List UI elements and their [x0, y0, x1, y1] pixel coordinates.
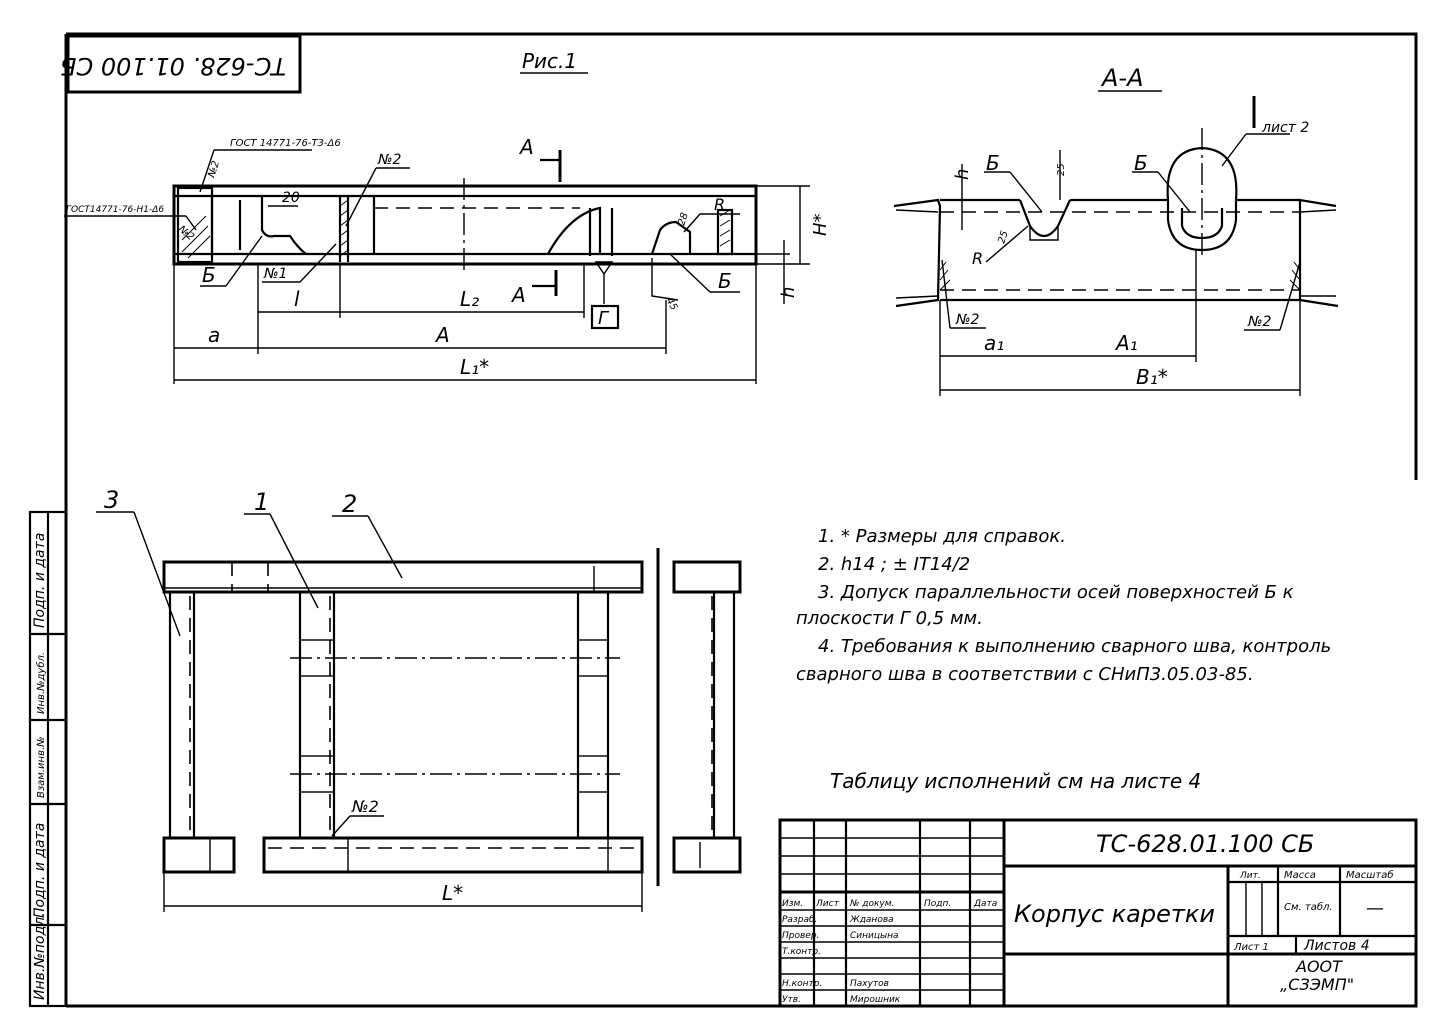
dim-25-upper: 25	[1056, 163, 1067, 176]
title-name: Корпус каретки	[1014, 900, 1215, 928]
weld-2-top-label: №2	[377, 152, 402, 168]
height-H-label: H*	[810, 213, 831, 236]
table-reference: Таблицу исполнений см на листе 4	[830, 769, 1201, 793]
section-A-upper-label: А	[518, 135, 534, 159]
side-column: Инв.№подл. Подп. и дата Взам.инв.№ Инв.№…	[28, 510, 68, 1008]
dim-L-label: L*	[442, 881, 463, 905]
title-block: ТС-628.01.100 СБ Корпус каретки Изм. Лис…	[778, 818, 1418, 1008]
note-4-cont: сварного шва в соответствии с СНиП3.05.0…	[796, 664, 1254, 685]
section-caption: А-А	[1100, 64, 1144, 92]
col-header-date: Дата	[973, 899, 997, 909]
scale-header: Масштаб	[1346, 869, 1394, 881]
position-2-label: 2	[342, 490, 357, 518]
dim-l-label: l	[294, 287, 300, 311]
plan-weld-2-label: №2	[351, 797, 379, 816]
side-label-5: Подп. и дата	[32, 533, 48, 628]
side-label-3: Взам.инв.№	[36, 736, 47, 798]
weld-2-top-left: №2	[206, 160, 222, 180]
dim-B1-label: B₁*	[1136, 365, 1168, 389]
name-developer: Жданова	[849, 915, 894, 925]
side-label-4: Инв.№дубл.	[35, 652, 47, 714]
section-weld-2-left: №2	[955, 312, 980, 328]
role-norm-control: Н.контр.	[782, 979, 822, 989]
section-A-lower-label: А	[510, 283, 526, 307]
note-4: 4. Требования к выполнению сварного шва,…	[818, 636, 1331, 657]
dim-A-label: А	[434, 323, 450, 347]
dim-A1-label: A₁	[1114, 331, 1138, 355]
section-B-left-label: Б	[986, 151, 1000, 175]
section-B-right-label: Б	[1134, 151, 1148, 175]
mass-header: Масса	[1284, 870, 1316, 881]
position-3-label: 3	[104, 486, 119, 514]
radius-R-label: R	[714, 195, 725, 214]
section-R-label: R	[972, 249, 983, 268]
col-header-izm: Изм.	[782, 899, 803, 909]
col-header-list: Лист	[815, 899, 840, 909]
col-header-doc: № докум.	[849, 899, 894, 909]
name-approver: Мирошник	[850, 995, 901, 1005]
surface-B-left-label: Б	[202, 263, 216, 287]
dim-28-label: 28	[676, 211, 690, 227]
surface-B-right-label: Б	[718, 269, 732, 293]
position-1-label: 1	[254, 488, 269, 516]
note-3-cont: плоскости Г 0,5 мм.	[796, 608, 983, 629]
plan-view: L* 3 1 2 №2	[96, 486, 742, 912]
height-h-label: h	[778, 287, 799, 298]
dim-L2-label: L₂	[460, 287, 479, 311]
org-line-2: „СЗЭМП"	[1280, 975, 1354, 994]
role-approver: Утв.	[782, 995, 801, 1005]
sheets-total: Листов 4	[1303, 938, 1370, 954]
gost-left-callout: ГОСТ14771-76-Н1-Δ6	[66, 205, 164, 215]
name-norm-control: Пахутов	[850, 979, 889, 989]
dim-25-lower: 25	[996, 229, 1010, 245]
sheet-2-callout: лист 2	[1261, 120, 1309, 136]
name-checker: Синицына	[850, 931, 899, 941]
doc-stamp-box: ТС-628. 01.100 СБ	[60, 34, 302, 94]
section-view: лист 2 Б Б 25 25 R h №2 №2 a₁ A₁ B₁*	[893, 96, 1339, 396]
dim-20-label: 20	[282, 190, 300, 206]
side-label-1: Инв.№подл.	[32, 912, 48, 1000]
note-2: 2. h14 ; ± IT14/2	[818, 554, 970, 575]
mass-value: См. табл.	[1284, 901, 1333, 913]
dim-L1-label: L₁*	[460, 355, 489, 379]
weld-1-label: №1	[263, 266, 287, 282]
doc-stamp-text: ТС-628. 01.100 СБ	[60, 52, 286, 80]
role-developer: Разраб.	[782, 915, 817, 925]
section-weld-2-right: №2	[1247, 314, 1272, 330]
note-3: 3. Допуск параллельности осей поверхност…	[818, 582, 1294, 603]
side-label-2: Подп. и дата	[32, 823, 48, 918]
scale-value: —	[1366, 898, 1384, 919]
dim-a-label: a	[208, 323, 220, 347]
role-checker: Провер.	[782, 931, 819, 941]
notes-block: 1. * Размеры для справок. 2. h14 ; ± IT1…	[796, 526, 1331, 793]
col-header-sign: Подп.	[924, 899, 951, 909]
datum-G-label: Г	[598, 308, 610, 329]
note-1: 1. * Размеры для справок.	[818, 526, 1066, 547]
main-view: А А Г ГОСТ 14771-76-Т3-Δ6 №2 ГОСТ14771-7…	[64, 135, 831, 384]
dim-a1-label: a₁	[984, 331, 1004, 355]
sheet-number: Лист 1	[1233, 942, 1269, 953]
lit-header: Лит.	[1239, 871, 1261, 881]
title-doc-code: ТС-628.01.100 СБ	[1096, 830, 1314, 858]
role-tech-control: Т.контр.	[782, 947, 821, 957]
org-line-1: АООТ	[1295, 957, 1343, 976]
figure-caption: Рис.1	[522, 49, 577, 73]
gost-upper-callout: ГОСТ 14771-76-Т3-Δ6	[230, 138, 341, 149]
